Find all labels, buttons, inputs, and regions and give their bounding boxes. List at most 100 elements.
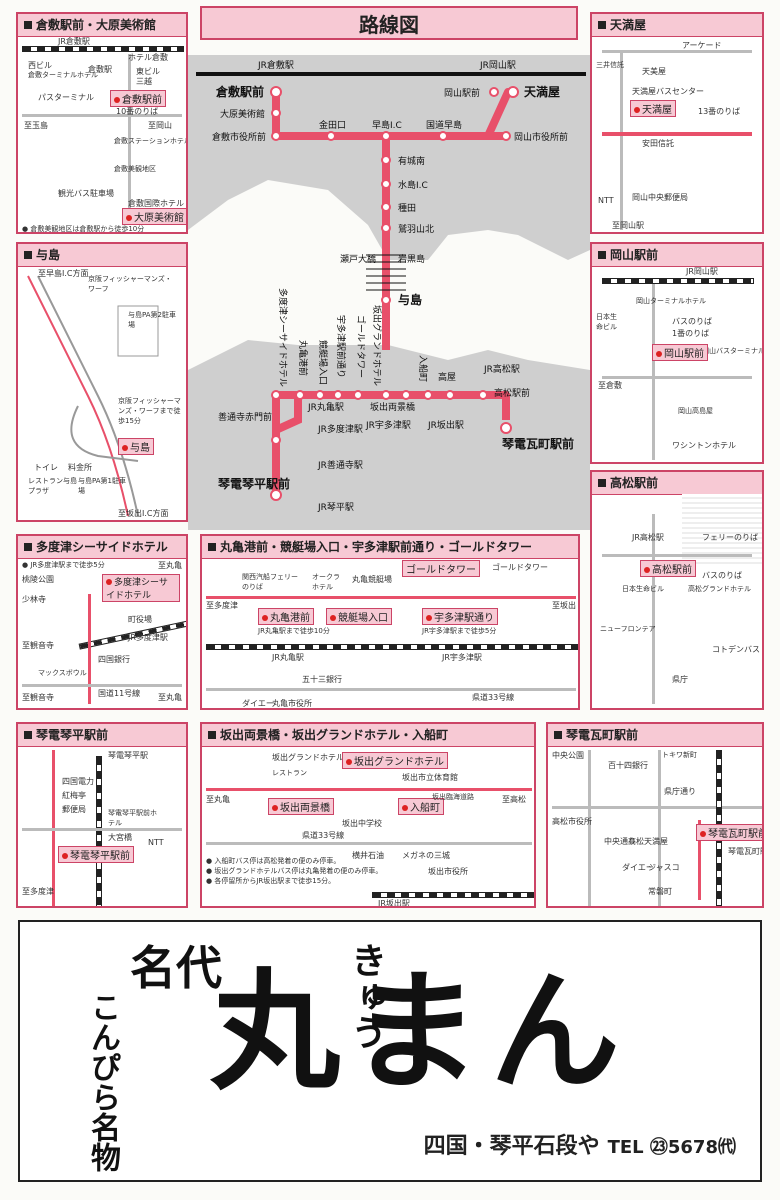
station-yoshima[interactable]: 与島: [118, 438, 154, 455]
station-okayama-ekimae[interactable]: 岡山駅前: [652, 344, 708, 361]
route-kurashiki-shiyakusho: 倉敷市役所前: [212, 131, 266, 143]
route-irifune: 入船町: [417, 355, 429, 382]
rail-line: [372, 892, 534, 898]
map-label: 坂出市役所: [428, 867, 468, 876]
sea-area: [682, 494, 762, 564]
bullet-icon: [208, 731, 216, 739]
station-kotoden-kawaramachi[interactable]: 琴電瓦町駅前: [696, 824, 762, 841]
road: [602, 50, 752, 53]
map-label: 坂出グランドホテル: [272, 753, 344, 762]
map-label: 高松天満屋: [628, 837, 668, 846]
route-kyotei: 競艇場入口: [317, 340, 329, 385]
route-kawaramachi: 琴電瓦町駅前: [501, 436, 574, 451]
map-label: 至丸亀: [158, 561, 182, 570]
route-jr-okayama: JR岡山駅: [479, 60, 516, 71]
map-label: 天美屋: [642, 67, 666, 76]
station-irifune[interactable]: 入船町: [398, 798, 444, 815]
map-label: 国道11号線: [98, 689, 141, 698]
station-utazu[interactable]: 宇多津駅通り: [422, 608, 498, 625]
map-label: 中央公園: [552, 751, 584, 760]
station-sakaide-grand[interactable]: 坂出グランドホテル: [342, 752, 448, 769]
map-label: 至坂出I.C方面: [118, 509, 169, 518]
map-label: 四国電力: [62, 777, 94, 786]
map-kotohira: 琴電琴平駅 四国電力 紅梅亭 郵便局 琴電琴平駅前ホテル NTT 琴電琴平駅前 …: [18, 746, 186, 906]
bus-stop-pin-icon: [346, 759, 352, 765]
bus-stop-pin-icon: [402, 805, 408, 811]
map-label: メガネの三城: [402, 851, 450, 860]
bus-route: [206, 596, 576, 599]
map-sakaide: 坂出グランドホテル 坂出グランドホテル レストラン 坂出市立体育館 至丸亀 至高…: [202, 746, 534, 906]
map-label: アーケード: [682, 41, 722, 50]
route-okayama-ekimae: 岡山駅前: [444, 87, 480, 99]
route-jr-utazu: JR宇多津駅: [365, 419, 411, 431]
map-label: 倉敷ステーションホテル: [114, 137, 188, 145]
route-hayashima: 早島I.C: [372, 119, 402, 131]
route-tsuneyama: 種田: [398, 203, 416, 214]
road: [620, 50, 623, 230]
map-okayama: JR岡山駅 岡山ターミナルホテル バスのりば 1番のりば 日本生命ビル 岡山バス…: [592, 266, 762, 462]
map-label: トイレ: [34, 463, 58, 472]
map-label: 丸亀競艇場: [352, 575, 392, 584]
station-kotoden-kotohira[interactable]: 琴電琴平駅前: [58, 846, 134, 863]
route-marugame-port: 丸亀港前: [297, 340, 309, 376]
map-label: 県道33号線: [472, 693, 515, 702]
map-label: 岡山バスターミナル: [702, 347, 764, 355]
map-label: 至早島I.C方面: [38, 269, 89, 278]
station-takamatsu-ekimae[interactable]: 高松駅前: [640, 560, 696, 577]
route-jr-takamatsu: JR高松駅: [483, 363, 520, 375]
bullet-icon: [24, 251, 32, 259]
panel-marugame: 丸亀港前・競艇場入口・宇多津駅前通り・ゴールドタワー ゴールドタワー ゴールドタ…: [200, 534, 580, 710]
map-label: 中央通り: [604, 837, 636, 846]
bus-stop-pin-icon: [106, 579, 112, 585]
map-label: 琴電琴平駅: [108, 751, 148, 760]
map-label: 西ビル: [28, 61, 52, 70]
station-gold-tower[interactable]: ゴールドタワー: [402, 560, 480, 577]
map-label: JR倉敷駅: [58, 37, 90, 46]
panel-title: 琴電瓦町駅前: [566, 728, 639, 742]
map-label: NTT: [598, 196, 614, 205]
map-label: パスターミナル: [38, 93, 94, 102]
station-ohara-museum[interactable]: 大原美術館: [122, 208, 186, 225]
map-label: 岡山ターミナルホテル: [636, 297, 706, 305]
map-label: 料金所: [68, 463, 92, 472]
panel-title: 琴電琴平駅前: [36, 728, 109, 742]
route-takaya: 高屋: [438, 371, 456, 383]
map-label: ニューフロンテア: [600, 625, 656, 633]
station-marugame-port[interactable]: 丸亀港前: [258, 608, 314, 625]
panel-title: 岡山駅前: [610, 248, 659, 262]
station-kurashiki-ekimae[interactable]: 倉敷駅前: [110, 90, 166, 107]
station-tadotsu-hotel[interactable]: 多度津シーサイドホテル: [102, 574, 180, 602]
map-label: 至観音寺: [22, 693, 54, 702]
map-label: 至多度津: [22, 887, 54, 896]
station-kyotei[interactable]: 競艇場入口: [326, 608, 392, 625]
road: [658, 750, 661, 906]
route-zentsuji-akamon: 善通寺赤門前: [218, 411, 272, 423]
map-label: 至丸亀: [206, 795, 230, 804]
road: [602, 376, 752, 379]
map-kurashiki: JR倉敷駅 ホテル倉敷 西ビル 倉敷ターミナルホテル 倉敷駅 東ビル 三越 パス…: [18, 36, 186, 232]
road: [552, 806, 762, 809]
bullet-icon: [598, 21, 606, 29]
map-label: 丸亀市役所: [272, 699, 312, 708]
route-tenmaya: 天満屋: [524, 84, 560, 99]
bullet-icon: [598, 251, 606, 259]
map-label: 町役場: [128, 615, 152, 624]
map-label: 天満屋バスセンター: [632, 87, 704, 96]
map-tadotsu: ● JR多度津駅まで徒歩5分 至丸亀 桃陵公園 少林寺 多度津シーサイドホテル …: [18, 558, 186, 708]
map-label: NTT: [148, 838, 164, 847]
bus-stop-pin-icon: [114, 97, 120, 103]
panel-title: 坂出両景橋・坂出グランドホテル・入船町: [220, 728, 449, 742]
bus-stop-pin-icon: [644, 567, 650, 573]
bus-stop-pin-icon: [426, 615, 432, 621]
station-tenmaya[interactable]: 天満屋: [630, 100, 676, 117]
road: [652, 514, 655, 704]
map-label: 倉敷国際ホテル: [128, 199, 184, 208]
map-label: 10番のりば: [116, 107, 159, 116]
map-label: ワシントンホテル: [672, 441, 736, 450]
bullet-icon: [24, 731, 32, 739]
station-sakaide-ryokei[interactable]: 坂出両景橋: [268, 798, 334, 815]
road: [602, 554, 752, 557]
route-kokudo-hayashima: 国道早島: [426, 119, 462, 131]
